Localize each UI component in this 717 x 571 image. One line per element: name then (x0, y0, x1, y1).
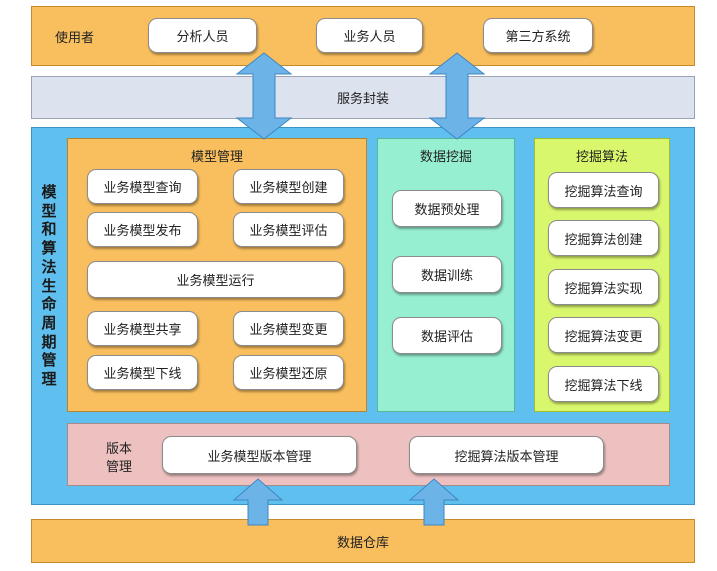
algo-implement[interactable]: 挖掘算法实现 (548, 269, 659, 305)
up-arrow-left (232, 478, 284, 526)
algo-change[interactable]: 挖掘算法变更 (548, 317, 659, 353)
lifecycle-title-char: 期 (41, 332, 57, 351)
data-mining-title: 数据挖掘 (419, 150, 472, 165)
warehouse-title: 数据仓库 (336, 535, 389, 551)
model-offline[interactable]: 业务模型下线 (87, 355, 198, 390)
model-query[interactable]: 业务模型查询 (87, 169, 198, 204)
model-create[interactable]: 业务模型创建 (233, 169, 344, 204)
data-preprocess[interactable]: 数据预处理 (392, 190, 502, 227)
version-title-line2: 管理 (106, 460, 133, 475)
model-restore[interactable]: 业务模型还原 (233, 355, 344, 390)
model-run[interactable]: 业务模型运行 (87, 261, 344, 298)
version-title-line1: 版本 (106, 442, 133, 457)
model-change[interactable]: 业务模型变更 (233, 311, 344, 346)
lifecycle-title-char: 周 (41, 313, 57, 332)
lifecycle-title-char: 算 (41, 239, 57, 258)
model-mgmt-title: 模型管理 (190, 150, 243, 165)
model-evaluate[interactable]: 业务模型评估 (233, 212, 344, 247)
lifecycle-title-char: 型 (41, 201, 57, 220)
data-evaluate[interactable]: 数据评估 (392, 317, 502, 354)
user-third-party-system[interactable]: 第三方系统 (483, 18, 593, 53)
double-arrow-right (428, 52, 486, 140)
mining-algo-title: 挖掘算法 (575, 150, 628, 165)
algo-query[interactable]: 挖掘算法查询 (548, 172, 659, 208)
warehouse-band: 数据仓库 (31, 519, 695, 563)
lifecycle-title-char: 理 (41, 370, 57, 389)
user-analyst[interactable]: 分析人员 (148, 18, 257, 53)
model-publish[interactable]: 业务模型发布 (87, 212, 198, 247)
lifecycle-title-char: 生 (41, 276, 57, 295)
lifecycle-title-char: 模 (41, 183, 57, 201)
model-share[interactable]: 业务模型共享 (87, 311, 198, 346)
users-title: 使用者 (55, 31, 95, 46)
lifecycle-title-char: 管 (41, 351, 57, 370)
data-training[interactable]: 数据训练 (392, 256, 502, 293)
lifecycle-title-char: 法 (41, 257, 57, 276)
algo-version-mgmt[interactable]: 挖掘算法版本管理 (409, 436, 604, 474)
lifecycle-title-char: 命 (41, 295, 57, 314)
lifecycle-title-char: 和 (41, 220, 57, 239)
algo-create[interactable]: 挖掘算法创建 (548, 220, 659, 256)
service-band: 服务封装 (31, 76, 695, 119)
algo-offline[interactable]: 挖掘算法下线 (548, 366, 659, 402)
up-arrow-right (408, 478, 460, 526)
user-business[interactable]: 业务人员 (316, 18, 423, 53)
lifecycle-title: 模型和算法生命周期管理 (36, 183, 62, 389)
model-version-mgmt[interactable]: 业务模型版本管理 (162, 436, 357, 474)
double-arrow-left (235, 52, 293, 140)
service-title: 服务封装 (336, 92, 389, 107)
